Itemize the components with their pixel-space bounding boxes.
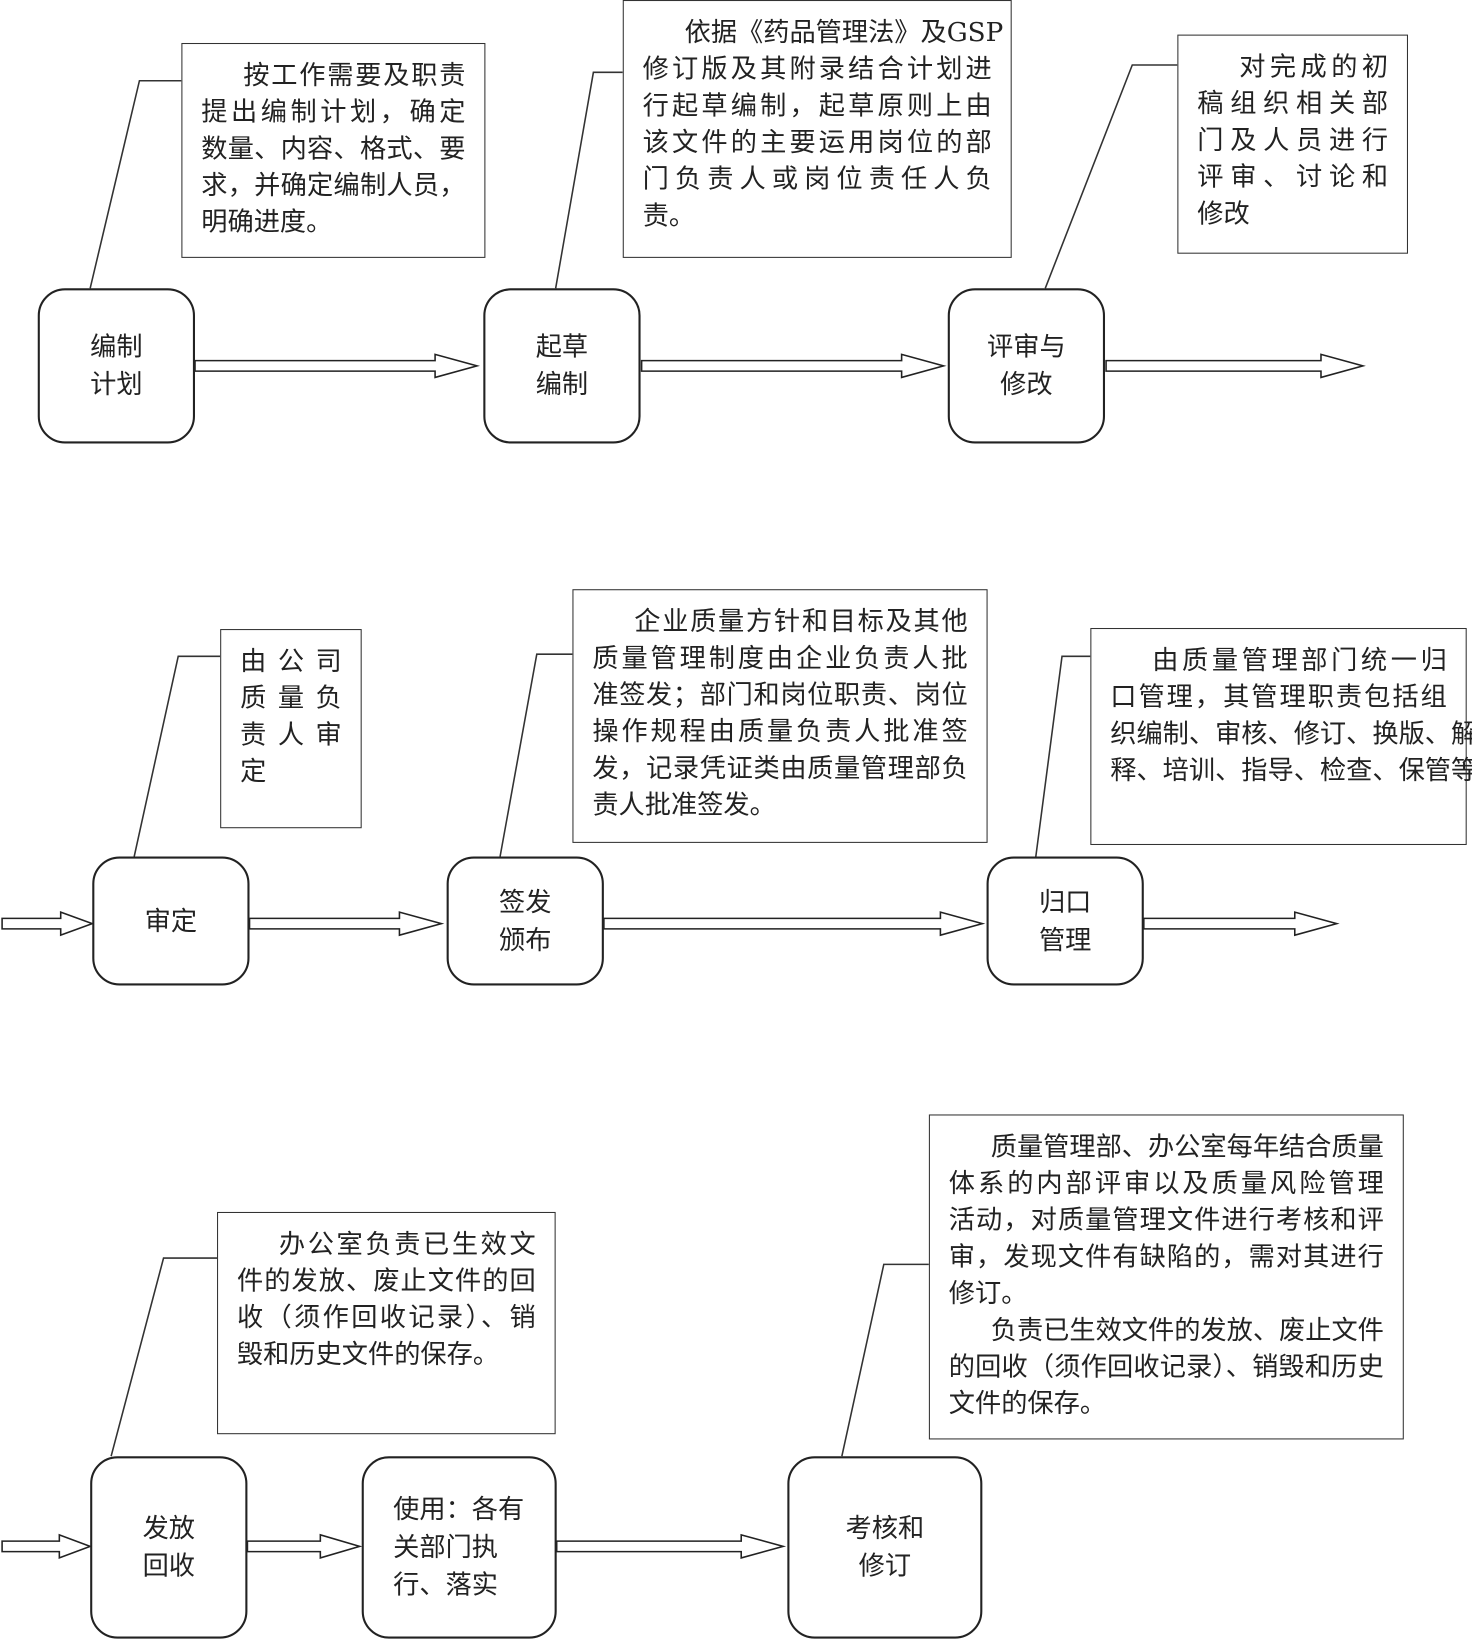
note-text-line: 质量管理制度由企业负责人批 (592, 642, 968, 674)
step-label-line: 修改 (1000, 369, 1053, 400)
note-text-line: 审，发现文件有缺陷的，需对其进行 (948, 1241, 1384, 1272)
note-text-line: 文件的保存。 (948, 1388, 1107, 1419)
note-text-line: 数量、内容、格式、要 (201, 133, 466, 164)
flow-arrow (603, 911, 986, 937)
leader-line (133, 655, 221, 857)
note-text-line: 明确进度。 (201, 206, 333, 237)
note-text-line: 件的发放、废止文件的回 (236, 1265, 536, 1296)
note-text-line: 修改 (1197, 198, 1250, 229)
step-label-line: 审定 (144, 905, 198, 936)
step-centralize: 归口管理 (986, 856, 1144, 986)
leader-line (499, 653, 573, 857)
step-label-line: 关部门执 (393, 1531, 499, 1563)
note-text-line: 提出编制计划，确定 (201, 96, 466, 127)
note-text-line: 定 (240, 755, 267, 787)
step-label-line: 起草 (535, 331, 589, 362)
step-label-line: 回收 (142, 1550, 196, 1581)
note-text-line: 活动，对质量管理文件进行考核和评 (948, 1204, 1384, 1236)
note-text-line: 该文件的主要运用岗位的部 (642, 126, 992, 158)
note-text-line: 修订。 (948, 1277, 1028, 1309)
step-approve: 审定 (92, 856, 250, 986)
note-text-line: 收（须作回收记录）、销 (236, 1302, 536, 1333)
note-text-line: 由质量管理部门统一归 (1152, 644, 1447, 676)
step-label-line: 行、落实 (393, 1569, 499, 1600)
step-assess: 考核和修订 (787, 1456, 983, 1639)
step-plan: 编制计划 (37, 288, 196, 444)
note-assess: 质量管理部、办公室每年结合质量体系的内部评审以及质量风险管理活动，对质量管理文件… (928, 1114, 1404, 1440)
note-text-line: 门负责人或岗位责任人负 (642, 163, 992, 194)
note-text-line: 释、培训、指导、检查、保管等； (1110, 754, 1472, 786)
flow-arrow (640, 353, 947, 379)
leader-line (1044, 64, 1178, 289)
note-text-line: 办公室负责已生效文 (278, 1228, 536, 1260)
step-label-line: 颁布 (499, 924, 552, 955)
step-label-line: 签发 (499, 886, 552, 917)
leader-line (1035, 655, 1091, 857)
note-text-line: 责人批准签发。 (592, 789, 776, 820)
step-label-line: 编制 (535, 369, 589, 400)
note-text-line: 修订版及其附录结合计划进 (642, 53, 992, 84)
note-text-line: 稿组织相关部 (1197, 88, 1389, 119)
step-label-line: 修订 (858, 1550, 912, 1581)
note-plan: 按工作需要及职责提出编制计划，确定数量、内容、格式、要求，并确定编制人员， 明确进… (181, 42, 486, 258)
flow-arrow (1, 910, 95, 937)
note-text-line: 操作规程由质量负责人批准签 (592, 716, 968, 747)
flow-arrow (1, 1533, 93, 1560)
note-text-line: 口管理，其管理职责包括组 (1110, 681, 1447, 712)
note-text-line: 负责已生效文件的发放、废止文件 (990, 1314, 1384, 1346)
step-label-line: 发放 (142, 1512, 196, 1544)
step-label-line: 考核和 (845, 1512, 925, 1544)
note-approve: 由公司质量负责人审定 (220, 629, 362, 829)
note-text-line: 体系的内部评审以及质量风险管理 (948, 1167, 1384, 1199)
note-text-line: 企业质量方针和目标及其他 (634, 605, 968, 637)
note-text-line: 按工作需要及职责 (243, 59, 466, 91)
leader-line (554, 71, 623, 289)
note-centralize: 由质量管理部门统一归口管理，其管理职责包括组织编制、审核、修订、换版、解释、培训… (1090, 627, 1472, 846)
note-text-line: 由公司 (240, 645, 342, 677)
flow-arrow (246, 1533, 363, 1559)
step-label-line: 编制 (90, 331, 143, 362)
note-text-line: 准签发；部门和岗位职责、岗位 (592, 679, 968, 710)
note-text-line: 责人审 (240, 719, 342, 750)
note-text-line: 求，并确定编制人员， (201, 169, 466, 201)
note-text-line: 发，记录凭证类由质量管理部负 (592, 752, 968, 784)
step-issue: 签发颁布 (446, 856, 604, 986)
note-review: 对完成的初稿组织相关部门及人员进行评审、讨论和修改 (1177, 34, 1409, 254)
note-text-line: 织编制、审核、修订、换版、解 (1110, 718, 1472, 749)
step-label-line: 评审与 (987, 331, 1066, 362)
note-text-line: 行起草编制，起草原则上由 (642, 90, 992, 121)
note-text-line: 质量负 (240, 682, 342, 713)
note-text-line: 评审、讨论和 (1197, 161, 1389, 192)
note-text-line: 门及人员进行 (1197, 124, 1389, 156)
flow-arrow (555, 1533, 787, 1559)
flow-arrow (194, 353, 480, 379)
flow-arrow (248, 911, 445, 937)
step-draft: 起草编制 (483, 288, 641, 444)
leader-line (110, 1257, 218, 1457)
note-draft: 依据《药品管理法》及GSP 修订版及其附录结合计划进行起草编制，起草原则上由该文件… (622, 0, 1012, 258)
note-distribute: 办公室负责已生效文件的发放、废止文件的回收（须作回收记录）、销毁和历史文件的保存… (217, 1211, 556, 1435)
note-issue: 企业质量方针和目标及其他质量管理制度由企业负责人批准签发；部门和岗位职责、岗位操… (572, 589, 988, 843)
note-text-line: 依据《药品管理法》及GSP (684, 16, 1004, 48)
step-label-line: 管理 (1038, 924, 1092, 955)
note-text-line: 对完成的初 (1239, 51, 1389, 82)
step-label-line: 使用：各有 (393, 1493, 525, 1525)
leader-line (89, 79, 182, 289)
step-review: 评审与修改 (947, 288, 1106, 444)
step-distribute: 发放回收 (90, 1456, 248, 1639)
step-label-line: 归口 (1038, 886, 1092, 917)
note-text-line: 毁和历史文件的保存。 (236, 1338, 500, 1370)
flow-arrow (1105, 353, 1366, 379)
flow-arrow (1143, 911, 1340, 937)
leader-line (841, 1263, 929, 1457)
note-text-line: 的回收（须作回收记录）、销毁和历史 (948, 1351, 1384, 1382)
note-text-line: 质量管理部、办公室每年结合质量 (990, 1131, 1384, 1162)
step-use: 使用：各有关部门执行、落实 (361, 1456, 557, 1639)
note-text-line: 责。 (642, 200, 696, 231)
step-label-line: 计划 (90, 369, 143, 400)
